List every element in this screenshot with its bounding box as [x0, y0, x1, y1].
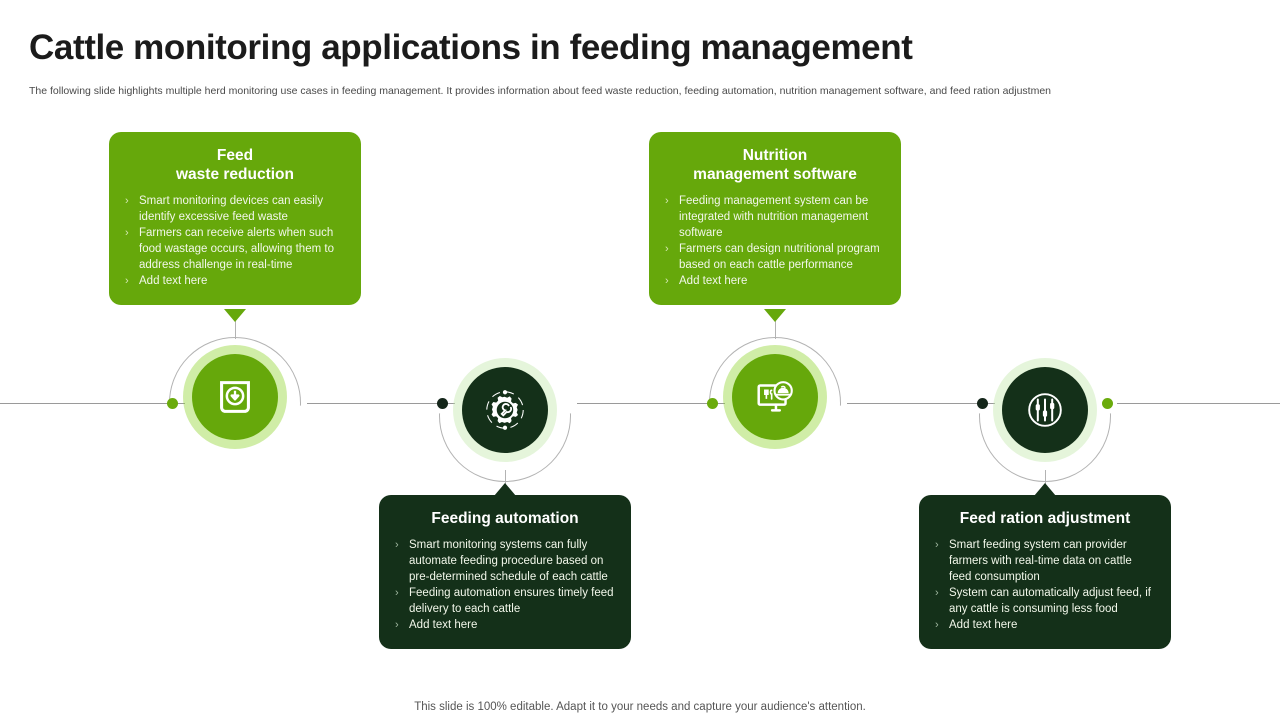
footer-note: This slide is 100% editable. Adapt it to…	[414, 701, 866, 713]
nutrition-monitor-icon	[752, 374, 798, 420]
page-title: Cattle monitoring applications in feedin…	[29, 28, 913, 67]
list-item: › Feeding management system can be integ…	[665, 195, 869, 239]
bullet-chevron-icon: ›	[395, 539, 399, 551]
card-title-nutrition-management-software: Nutrition management software	[693, 147, 857, 183]
card-bullets-nutrition-management-software: › Feeding management system can be integ…	[665, 193, 885, 289]
bullet-chevron-icon: ›	[665, 195, 669, 207]
bullet-chevron-icon: ›	[935, 539, 939, 551]
card-title-feeding-automation: Feeding automation	[431, 510, 579, 527]
axis-dot-3	[707, 398, 718, 409]
bullet-chevron-icon: ›	[395, 619, 399, 631]
list-item: › Add text here	[665, 275, 748, 287]
timeline-axis	[0, 403, 1280, 404]
card-feed-waste-reduction[interactable]: Feed waste reduction › Smart monitoring …	[109, 132, 361, 305]
list-item: › Feeding automation ensures timely feed…	[395, 587, 614, 615]
icon-medallion-feed-ration-adjustment[interactable]	[1002, 367, 1088, 453]
card-feed-ration-adjustment[interactable]: Feed ration adjustment › Smart feeding s…	[919, 495, 1171, 649]
connector-stem-3	[775, 313, 776, 339]
gear-wrench-icon	[482, 387, 528, 433]
card-title-feed-waste-reduction: Feed waste reduction	[176, 147, 294, 183]
list-item: › Smart monitoring devices can easily id…	[125, 195, 324, 223]
card-notch-2	[494, 483, 516, 496]
icon-medallion-nutrition-management-software[interactable]	[732, 354, 818, 440]
card-nutrition-management-software[interactable]: Nutrition management software › Feeding …	[649, 132, 901, 305]
bullet-chevron-icon: ›	[935, 587, 939, 599]
card-title-feed-ration-adjustment: Feed ration adjustment	[959, 510, 1131, 527]
card-feeding-automation[interactable]: Feeding automation › Smart monitoring sy…	[379, 495, 631, 649]
card-bullets-feed-waste-reduction: › Smart monitoring devices can easily id…	[125, 193, 345, 289]
card-notch-3	[764, 309, 786, 322]
icon-medallion-feeding-automation[interactable]	[462, 367, 548, 453]
feed-waste-box-icon	[212, 374, 258, 420]
card-bullets-feed-ration-adjustment: › Smart feeding system can provider farm…	[935, 537, 1155, 633]
bullet-chevron-icon: ›	[665, 275, 669, 287]
list-item: › Smart feeding system can provider farm…	[935, 539, 1132, 583]
axis-dot-2	[437, 398, 448, 409]
card-notch-4	[1034, 483, 1056, 496]
icon-medallion-feed-waste-reduction[interactable]	[192, 354, 278, 440]
list-item: › System can automatically adjust feed, …	[935, 587, 1151, 615]
axis-dot-5	[1102, 398, 1113, 409]
bullet-chevron-icon: ›	[665, 243, 669, 255]
axis-dot-4	[977, 398, 988, 409]
bullet-chevron-icon: ›	[125, 275, 129, 287]
card-notch-1	[224, 309, 246, 322]
list-item: › Add text here	[125, 275, 208, 287]
bullet-chevron-icon: ›	[935, 619, 939, 631]
axis-dot-1	[167, 398, 178, 409]
bullet-chevron-icon: ›	[395, 587, 399, 599]
list-item: › Add text here	[935, 619, 1018, 631]
connector-stem-1	[235, 313, 236, 339]
slider-controls-icon	[1022, 387, 1068, 433]
bullet-chevron-icon: ›	[125, 195, 129, 207]
card-bullets-feeding-automation: › Smart monitoring systems can fully aut…	[395, 537, 615, 633]
list-item: › Smart monitoring systems can fully aut…	[395, 539, 608, 583]
bullet-chevron-icon: ›	[125, 227, 129, 239]
list-item: › Farmers can receive alerts when such f…	[125, 227, 334, 271]
list-item: › Add text here	[395, 619, 478, 631]
list-item: › Farmers can design nutritional program…	[665, 243, 880, 271]
page-subtitle: The following slide highlights multiple …	[29, 85, 1052, 97]
